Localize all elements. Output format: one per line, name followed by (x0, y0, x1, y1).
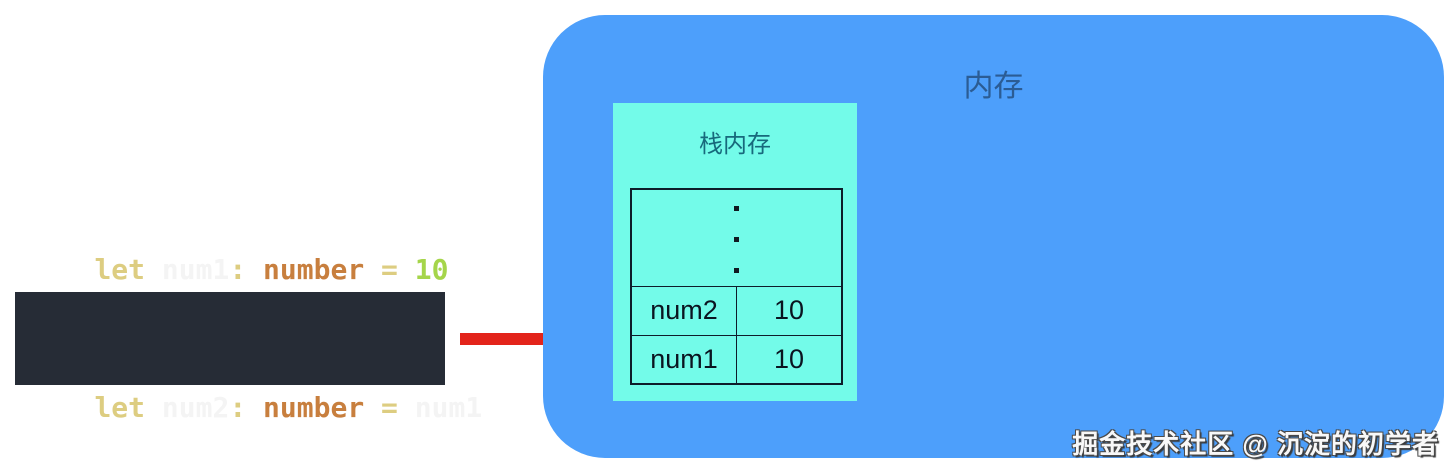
code-line-2: let num2: number = num1 (27, 339, 482, 470)
stack-memory-box: 栈内存 num2 10 num1 10 (613, 103, 857, 401)
variable-name-cell: num2 (630, 285, 737, 336)
variable-num1: num1 (145, 252, 230, 286)
ellipsis-cell (630, 188, 843, 287)
code-block: let num1: number = 10 let num2: number =… (15, 253, 482, 424)
variable-name-cell: num1 (630, 334, 737, 385)
value-num1: num1 (414, 390, 483, 424)
type-number: number (246, 390, 365, 424)
stack-memory-title: 栈内存 (699, 131, 771, 158)
colon-token: : (229, 252, 247, 286)
table-row-ellipsis (630, 188, 843, 287)
memory-panel: 内存 栈内存 num2 10 num1 10 (543, 15, 1444, 458)
watermark: 掘金技术社区 @ 沉淀的初学者 (1072, 429, 1439, 459)
stack-memory-table: num2 10 num1 10 (630, 188, 843, 385)
variable-value-cell: 10 (736, 285, 843, 336)
colon-token: : (229, 390, 247, 424)
ellipsis-dot (734, 237, 739, 243)
code-line-1: let num1: number = 10 (27, 201, 448, 339)
type-number: number (246, 252, 365, 286)
variable-value-cell: 10 (736, 334, 843, 385)
equals-token: = (364, 390, 415, 424)
vertical-ellipsis-icon (632, 202, 841, 274)
memory-panel-title: 内存 (963, 70, 1024, 103)
keyword-let: let (94, 252, 146, 286)
literal-10: 10 (414, 252, 449, 286)
table-row: num1 10 (630, 334, 843, 385)
ellipsis-dot (734, 268, 739, 274)
variable-num2: num2 (145, 390, 230, 424)
table-row: num2 10 (630, 285, 843, 336)
equals-token: = (364, 252, 415, 286)
ellipsis-dot (734, 206, 739, 212)
keyword-let: let (94, 390, 146, 424)
